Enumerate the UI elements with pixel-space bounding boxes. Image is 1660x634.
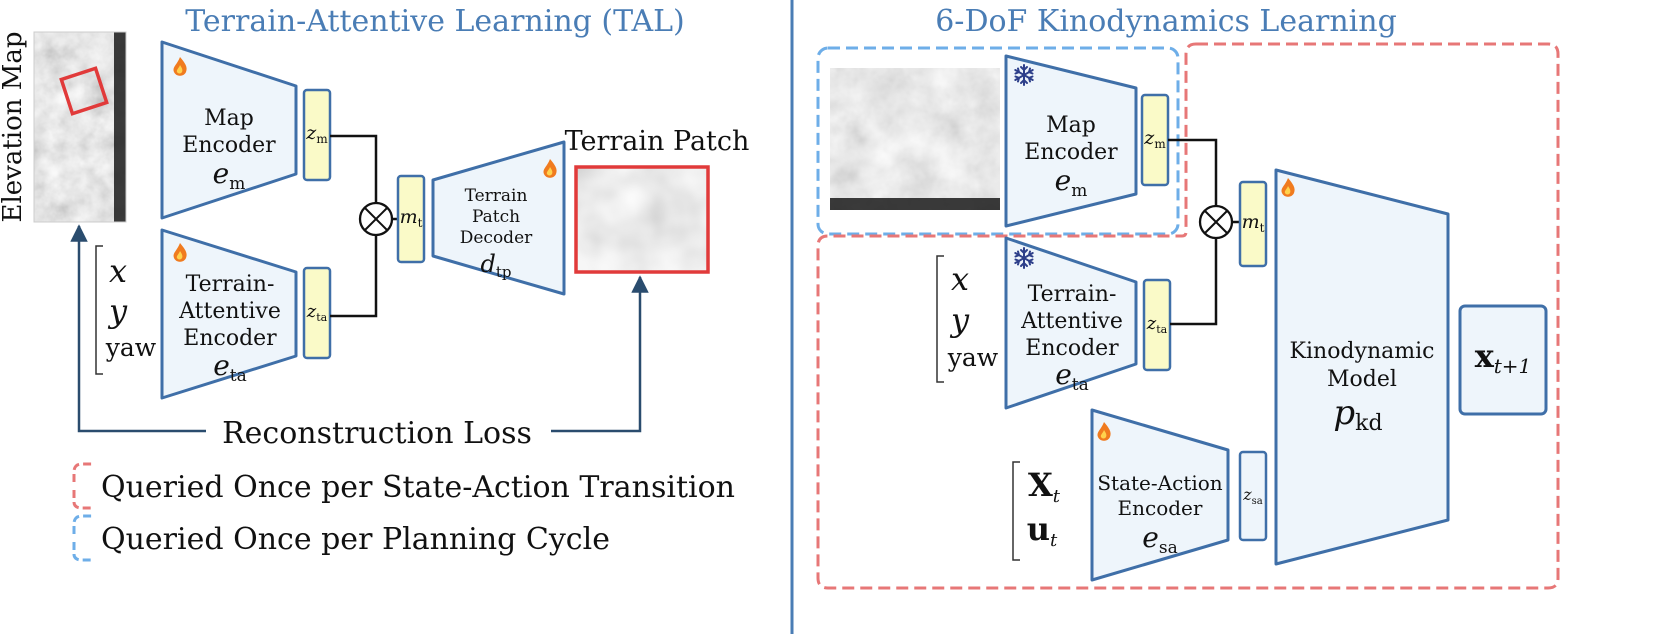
right-zsa-latent: zsa	[1238, 450, 1268, 542]
right-mt-latent: mt	[1238, 180, 1268, 268]
left-zta-connector	[330, 236, 378, 318]
left-zta-latent: zta	[302, 266, 332, 360]
state-action-encoder: State-Action Encoder esa	[1090, 408, 1230, 582]
terrain-patch-label: Terrain Patch	[565, 126, 750, 157]
svg-text:Model: Model	[1327, 367, 1397, 392]
elevation-map-image	[33, 31, 127, 223]
svg-text:zta: zta	[306, 301, 328, 324]
svg-text:dtp: dtp	[480, 250, 511, 281]
output-state-box: xt+1	[1458, 304, 1548, 416]
svg-text:zm: zm	[305, 122, 328, 146]
svg-text:em: em	[1055, 164, 1088, 201]
svg-text:mt: mt	[400, 206, 423, 230]
reconstruction-loss-label: Reconstruction Loss	[222, 416, 532, 451]
tensor-product-icon	[1198, 204, 1234, 240]
left-map-encoder-symbol: e	[213, 157, 230, 190]
svg-text:Encoder: Encoder	[1024, 140, 1118, 165]
legend-blue: Queried Once per Planning Cycle	[72, 514, 610, 562]
right-input-x: x	[951, 260, 969, 298]
svg-text:Kinodynamic: Kinodynamic	[1290, 339, 1435, 364]
elevation-map-label: Elevation Map	[0, 31, 28, 222]
svg-text:Encoder: Encoder	[1025, 336, 1119, 361]
state-input: Xt	[1028, 466, 1061, 507]
left-terrain-attentive-encoder: Terrain- Attentive Encoder eta	[160, 228, 298, 400]
terrain-patch-image	[574, 165, 710, 274]
tensor-product-icon	[358, 201, 394, 237]
left-zm-latent: zm	[302, 88, 332, 182]
left-title: Terrain-Attentive Learning (TAL)	[185, 4, 685, 39]
left-map-encoder: Map Encoder em	[160, 40, 298, 220]
svg-text:esa: esa	[1142, 521, 1177, 558]
left-map-encoder-line1: Map	[204, 106, 254, 131]
svg-text:zm: zm	[1143, 127, 1166, 151]
right-input-yaw: yaw	[947, 343, 999, 372]
svg-text:Attentive: Attentive	[1020, 309, 1123, 334]
left-input-yaw: yaw	[105, 333, 157, 362]
right-zta-connector	[1170, 238, 1218, 326]
right-inputs-bracket	[936, 255, 944, 383]
right-map-image	[830, 68, 1000, 210]
kinodynamic-model: Kinodynamic Model pkd	[1274, 168, 1450, 566]
terrain-patch-decoder: Terrain Patch Decoder dtp	[431, 140, 566, 296]
svg-text:eta: eta	[1055, 358, 1089, 395]
svg-text:State-Action: State-Action	[1097, 471, 1222, 495]
svg-text:em: em	[213, 157, 246, 194]
left-inputs-bracket	[95, 245, 103, 375]
svg-text:Map: Map	[1046, 113, 1096, 138]
svg-text:Terrain-: Terrain-	[1028, 282, 1117, 307]
svg-text:Encoder: Encoder	[183, 326, 277, 351]
right-title: 6-DoF Kinodynamics Learning	[935, 4, 1397, 39]
left-map-encoder-line2: Encoder	[182, 133, 276, 158]
svg-text:xt+1: xt+1	[1475, 337, 1532, 378]
left-input-y: y	[107, 292, 128, 330]
svg-text:zsa: zsa	[1242, 485, 1263, 507]
action-input: ut	[1027, 510, 1058, 551]
state-action-inputs-bracket	[1012, 461, 1020, 561]
left-mt-latent: mt	[396, 174, 426, 264]
right-zm-latent: zm	[1140, 93, 1170, 187]
svg-text:Terrain-: Terrain-	[186, 272, 275, 297]
svg-text:eta: eta	[213, 349, 247, 386]
right-map-encoder: Map Encoder em	[1004, 54, 1138, 228]
svg-text:zta: zta	[1146, 313, 1168, 336]
right-input-y: y	[949, 301, 970, 339]
right-zta-latent: zta	[1142, 278, 1172, 372]
legend-blue-label: Queried Once per Planning Cycle	[101, 522, 610, 557]
legend-red-label: Queried Once per State-Action Transition	[101, 470, 735, 505]
query-window-box	[59, 66, 109, 116]
left-map-encoder-subscript: m	[229, 174, 245, 194]
svg-text:Decoder: Decoder	[460, 228, 533, 248]
right-zm-connector	[1168, 138, 1218, 206]
svg-text:Patch: Patch	[472, 207, 520, 227]
loss-arrow-right	[551, 275, 649, 433]
transition-region	[816, 42, 1560, 590]
svg-text:pkd: pkd	[1333, 393, 1382, 436]
svg-text:Terrain: Terrain	[465, 186, 528, 206]
loss-arrow-left	[70, 224, 206, 433]
right-terrain-attentive-encoder: Terrain- Attentive Encoder eta	[1004, 236, 1138, 410]
left-zm-connector	[330, 134, 378, 202]
svg-text:mt: mt	[1242, 211, 1265, 235]
svg-text:Encoder: Encoder	[1118, 496, 1203, 520]
left-input-x: x	[109, 252, 127, 290]
legend-red: Queried Once per State-Action Transition	[72, 462, 735, 510]
svg-text:Attentive: Attentive	[178, 299, 281, 324]
